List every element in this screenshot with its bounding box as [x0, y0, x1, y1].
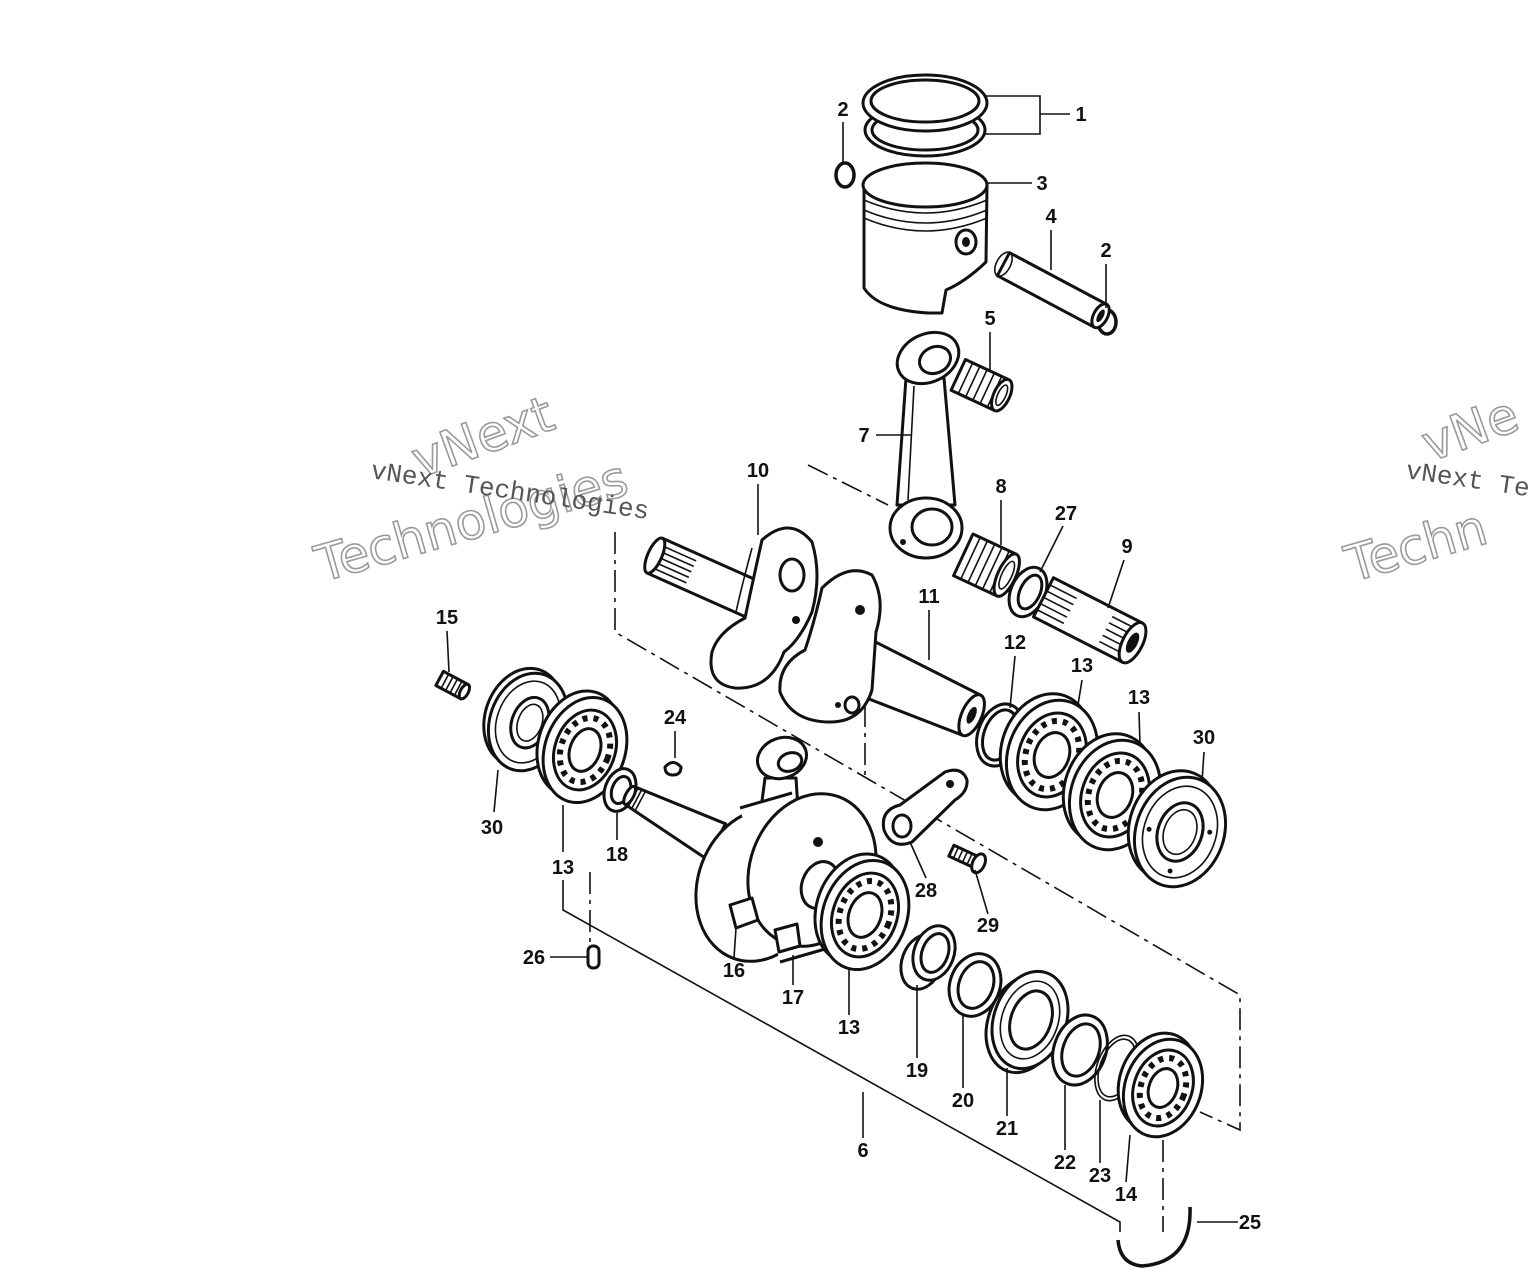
assembly-lines — [562, 464, 1241, 1232]
callout-label: 6 — [857, 1140, 868, 1162]
callout-label: 23 — [1089, 1165, 1111, 1187]
bearing-sleeve — [899, 924, 957, 991]
callout-label: 3 — [1036, 173, 1047, 195]
ball-bearing-end — [1116, 1031, 1205, 1139]
callout-label: 11 — [918, 586, 939, 608]
callout-label: 9 — [1121, 536, 1132, 558]
callout-label: 7 — [858, 425, 869, 447]
callout-labels: 1 2 3 4 2 5 7 8 27 9 10 11 12 13 13 30 1… — [436, 99, 1261, 1234]
callout-label: 30 — [481, 817, 503, 839]
watermark-outline-line2: Techn — [1338, 498, 1493, 594]
callout-label: 24 — [664, 707, 687, 729]
crankshaft-assembly-left — [622, 735, 878, 964]
callout-label: 30 — [1193, 727, 1215, 749]
callout-label: 8 — [995, 476, 1006, 498]
connecting-rod — [888, 330, 964, 560]
callout-label: 10 — [747, 460, 769, 482]
callout-label: 15 — [436, 607, 458, 629]
crank-feature-16 — [728, 896, 760, 930]
callout-label: 29 — [977, 915, 999, 937]
bearing-circlip — [1116, 1206, 1192, 1268]
callout-label: 1 — [1075, 104, 1086, 126]
callout-label: 4 — [1045, 206, 1057, 228]
oil-seal-right — [1126, 769, 1228, 889]
watermark-text: vNext Te — [1404, 456, 1532, 504]
piston — [861, 161, 989, 315]
callout-label: 20 — [952, 1090, 974, 1112]
callout-label: 14 — [1115, 1184, 1138, 1206]
callout-label: 13 — [1128, 687, 1150, 709]
spacer-collar — [1051, 1013, 1109, 1087]
callout-label: 13 — [838, 1017, 860, 1039]
crankshaft-left-half — [643, 526, 819, 690]
woodruff-key — [663, 761, 683, 777]
callout-label: 28 — [915, 880, 937, 902]
callout-label: 12 — [1004, 632, 1026, 654]
callout-label: 2 — [837, 99, 848, 121]
thrust-washer — [1007, 565, 1049, 619]
callout-label: 13 — [1071, 655, 1093, 677]
callout-label: 13 — [552, 857, 574, 879]
lock-plate — [881, 768, 969, 846]
crankshaft-right-half — [778, 569, 986, 738]
piston-rings — [861, 73, 989, 158]
small-end-needle-bearing — [949, 357, 1014, 413]
callout-label: 27 — [1055, 503, 1077, 525]
watermark-right: vNe Techn vNext Te — [1338, 385, 1532, 595]
callout-label: 21 — [996, 1118, 1018, 1140]
callout-label: 16 — [723, 960, 745, 982]
watermark-left: vNext Technologies vNext Technologies — [308, 384, 652, 595]
leader-lines — [446, 95, 1238, 1223]
callout-label: 18 — [606, 844, 628, 866]
callout-label: 19 — [906, 1060, 928, 1082]
ball-bearing-middle — [813, 852, 911, 972]
oil-seal-output — [984, 969, 1070, 1075]
plate-bolt — [947, 843, 987, 875]
crank-feature-17 — [773, 922, 802, 954]
ball-bearing-left — [535, 689, 629, 805]
dowel-pin — [586, 944, 601, 970]
big-end-needle-bearing — [952, 532, 1021, 598]
callout-label: 5 — [984, 308, 995, 330]
callout-label: 26 — [523, 947, 545, 969]
callout-label: 25 — [1239, 1212, 1261, 1234]
piston-pin-circlip-left — [834, 161, 856, 189]
callout-label: 2 — [1100, 240, 1111, 262]
callout-label: 22 — [1054, 1152, 1076, 1174]
crank-pin — [1031, 576, 1148, 665]
piston-pin — [993, 251, 1111, 330]
callout-label: 17 — [782, 987, 804, 1009]
plug-screw — [434, 669, 472, 701]
